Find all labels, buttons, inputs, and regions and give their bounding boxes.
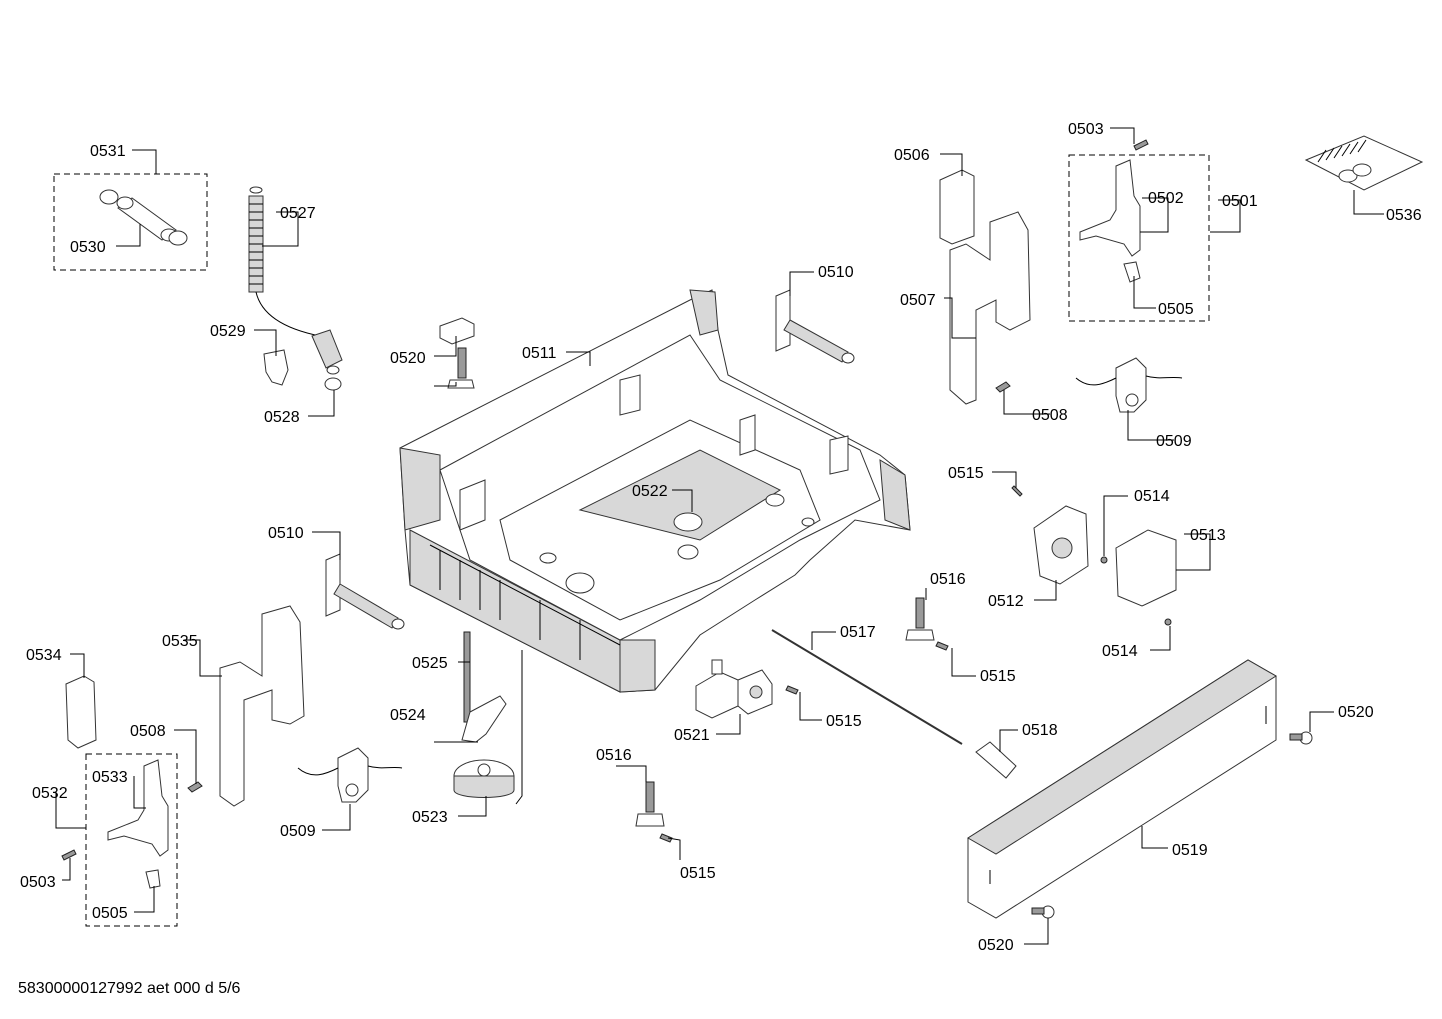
label-0522: 0522: [632, 483, 668, 500]
hinge-bracket-0533: [107, 759, 169, 857]
screw-0515-d: [659, 833, 673, 843]
label-0536: 0536: [1386, 207, 1422, 224]
foot-0516-b: [635, 781, 665, 827]
document-id-footer: 58300000127992 aet 000 d 5/6: [18, 980, 241, 997]
label-0507: 0507: [900, 292, 936, 309]
screw-0515-a: [1011, 485, 1023, 497]
screw-0503-bottom: [61, 849, 77, 861]
label-0520-bottom: 0520: [978, 937, 1014, 954]
label-0509-right: 0509: [1156, 433, 1192, 450]
screw-0514-top: [1100, 556, 1108, 564]
label-0501: 0501: [1222, 193, 1258, 210]
label-0508-right: 0508: [1032, 407, 1068, 424]
hose-with-clamps-0530: [99, 189, 188, 246]
label-0535: 0535: [162, 633, 198, 650]
label-0528: 0528: [264, 409, 300, 426]
label-0516-a: 0516: [930, 571, 966, 588]
screw-0515-c: [785, 685, 799, 695]
cover-0534: [65, 675, 97, 749]
base-tub-0511: [399, 289, 911, 693]
label-0514-bottom: 0514: [1102, 643, 1138, 660]
label-0505-bottom: 0505: [92, 905, 128, 922]
label-0506: 0506: [894, 147, 930, 164]
clip-0529: [263, 349, 289, 386]
label-0502: 0502: [1148, 190, 1184, 207]
label-0503-bottom: 0503: [20, 874, 56, 891]
label-0513: 0513: [1190, 527, 1226, 544]
label-0517: 0517: [840, 624, 876, 641]
label-0512: 0512: [988, 593, 1024, 610]
spring-hose-0527: [248, 186, 343, 391]
label-0515-b: 0515: [980, 668, 1016, 685]
mounting-bracket-0507: [949, 211, 1031, 405]
float-assembly-0523: [453, 631, 515, 798]
knob-0518: [975, 741, 1017, 779]
label-0518: 0518: [1022, 722, 1058, 739]
label-0503-top: 0503: [1068, 121, 1104, 138]
leader-lines: [55, 127, 1384, 945]
screw-0514-bottom: [1164, 618, 1172, 626]
foot-0516-a: [905, 597, 935, 641]
screw-0508-left: [187, 781, 203, 793]
label-0521: 0521: [674, 727, 710, 744]
group-box-0501: [1068, 154, 1210, 322]
label-0515-a: 0515: [948, 465, 984, 482]
label-0531: 0531: [90, 143, 126, 160]
screw-0515-b: [935, 641, 949, 651]
label-0511: 0511: [522, 345, 557, 362]
screw-0520-right: [1289, 731, 1313, 745]
label-0533: 0533: [92, 769, 128, 786]
label-0515-d: 0515: [680, 865, 716, 882]
actuator-0509-right: [1075, 357, 1183, 413]
group-box-0531: [53, 173, 208, 271]
group-box-0532: [85, 753, 178, 927]
cover-0513: [1115, 529, 1177, 607]
label-0516-b: 0516: [596, 747, 632, 764]
label-0523: 0523: [412, 809, 448, 826]
spring-0510-left: [325, 553, 405, 630]
actuator-0509-left: [297, 747, 403, 803]
label-0530: 0530: [70, 239, 106, 256]
rod-0517: [771, 629, 963, 745]
label-0515-c: 0515: [826, 713, 862, 730]
housing-0512-opening: [1051, 537, 1073, 559]
cap-and-screw-0520-top: [439, 317, 475, 389]
kick-plate-0519: [967, 659, 1277, 919]
label-0508-left: 0508: [130, 723, 166, 740]
label-0532: 0532: [32, 785, 68, 802]
label-0524: 0524: [390, 707, 426, 724]
label-0529: 0529: [210, 323, 246, 340]
label-0519: 0519: [1172, 842, 1208, 859]
bracket-0506: [939, 169, 975, 245]
label-0509-left: 0509: [280, 823, 316, 840]
label-0520-top: 0520: [390, 350, 426, 367]
part-labels: 0531 0530 0527 0529 0528 0520 0511 0510 …: [20, 121, 1422, 954]
label-0505-top: 0505: [1158, 301, 1194, 318]
spring-0510-right: [775, 289, 855, 364]
label-0525: 0525: [412, 655, 448, 672]
clip-0505-bottom: [145, 869, 161, 889]
label-0520-right: 0520: [1338, 704, 1374, 721]
label-0510-left: 0510: [268, 525, 304, 542]
screw-kit-bag-0536: [1304, 135, 1424, 191]
label-0514-top: 0514: [1134, 488, 1170, 505]
bracket-0535: [219, 605, 305, 807]
label-0510-right: 0510: [818, 264, 854, 281]
valve-0521: [695, 659, 773, 719]
screw-0508-right: [995, 381, 1011, 393]
clip-0505-top: [1123, 261, 1141, 283]
hinge-bracket-0502: [1079, 159, 1141, 257]
screw-0520-bottom: [1031, 905, 1055, 919]
screw-0503-top: [1133, 139, 1149, 151]
label-0527: 0527: [280, 205, 316, 222]
label-0534: 0534: [26, 647, 62, 664]
